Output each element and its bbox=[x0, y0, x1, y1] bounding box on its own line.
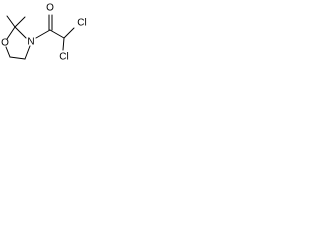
atom-label-cl-top: Cl bbox=[77, 18, 86, 29]
atom-label-cl-bottom: Cl bbox=[59, 52, 68, 63]
bond-carbonyl-chcl2 bbox=[49, 29, 65, 39]
bond-c-cl-top bbox=[63, 27, 75, 39]
bond-n-c4 bbox=[24, 45, 31, 60]
bond-c-cl-bottom bbox=[62, 37, 65, 51]
bond-c2-n bbox=[14, 26, 27, 39]
atom-label-n: N bbox=[27, 37, 34, 48]
molecule-drawing: O N O Cl Cl bbox=[1, 3, 87, 63]
atom-label-o-carbonyl: O bbox=[46, 3, 54, 14]
structure-canvas: O N O Cl Cl bbox=[0, 0, 97, 67]
bond-c5-o bbox=[5, 46, 11, 58]
atom-label-o-ring: O bbox=[1, 38, 9, 49]
bond-c4-c5 bbox=[9, 56, 26, 60]
bond-n-carbonyl bbox=[35, 29, 51, 39]
bond-methyl-2 bbox=[14, 16, 26, 28]
bond-o-c2 bbox=[6, 26, 16, 40]
bonds bbox=[5, 14, 75, 60]
bond-methyl-1 bbox=[6, 15, 16, 28]
